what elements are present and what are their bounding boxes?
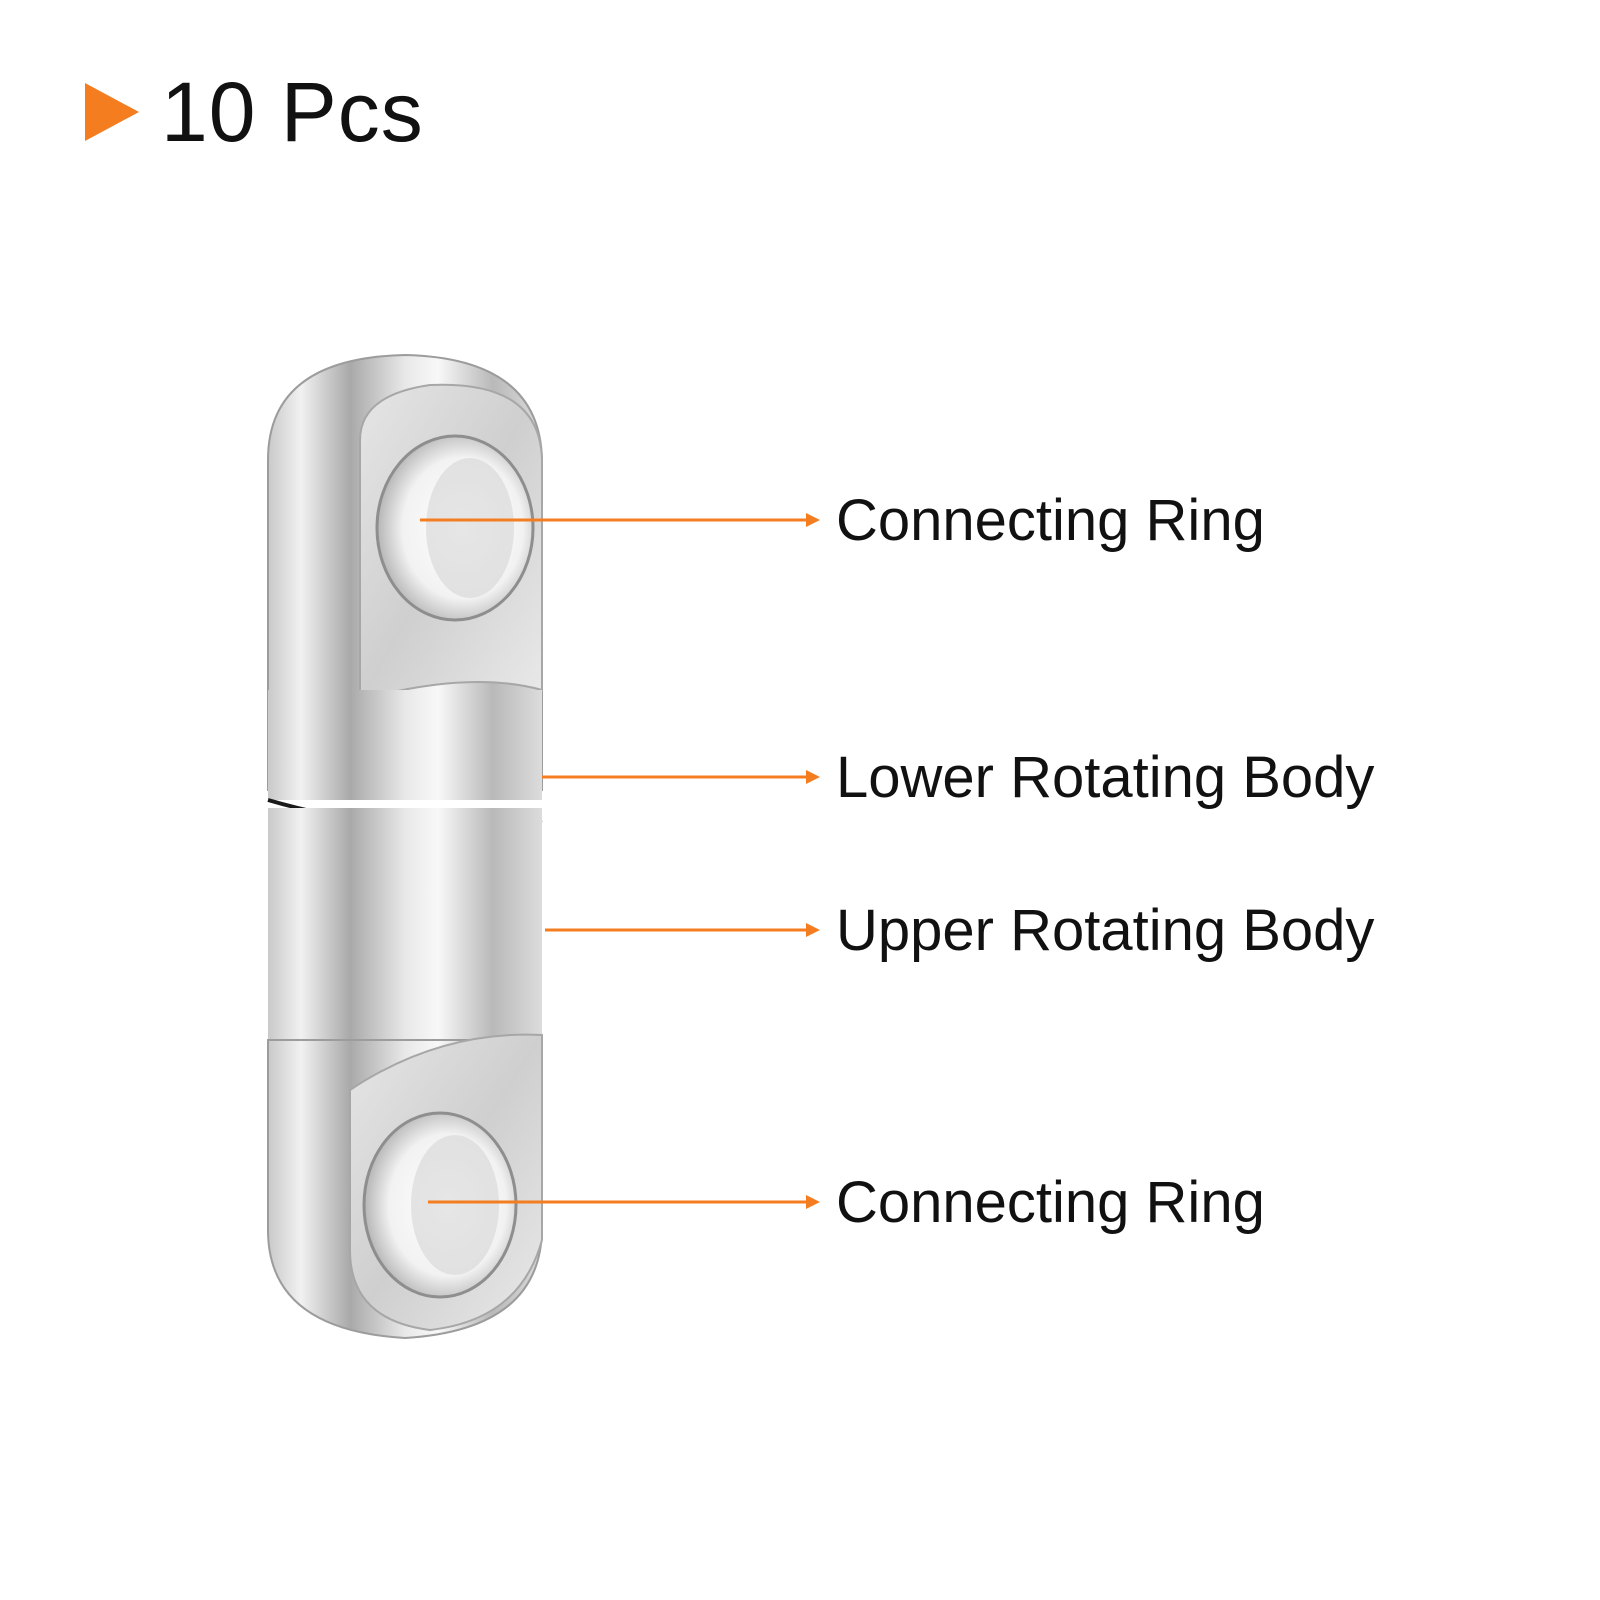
connecting-ring-top-part: [267, 353, 543, 791]
quantity-title: 10 Pcs: [161, 65, 424, 159]
lower-rotating-body-part: [268, 690, 542, 800]
orange-triangle-icon: [85, 83, 139, 141]
callout-line-upper-rotating-body: [545, 923, 820, 937]
label-connecting-ring-bottom: Connecting Ring: [836, 1170, 1265, 1235]
callout-line-connecting-ring-bottom: [428, 1195, 820, 1209]
callout-line-connecting-ring-top: [420, 513, 820, 527]
label-upper-rotating-body: Upper Rotating Body: [836, 898, 1375, 963]
label-lower-rotating-body: Lower Rotating Body: [836, 745, 1375, 810]
upper-rotating-body-part: [268, 808, 542, 1078]
callout-line-lower-rotating-body: [542, 770, 820, 784]
label-connecting-ring-top: Connecting Ring: [836, 488, 1265, 553]
connecting-ring-bottom-part: [267, 1033, 543, 1340]
header: 10 Pcs: [85, 62, 424, 162]
